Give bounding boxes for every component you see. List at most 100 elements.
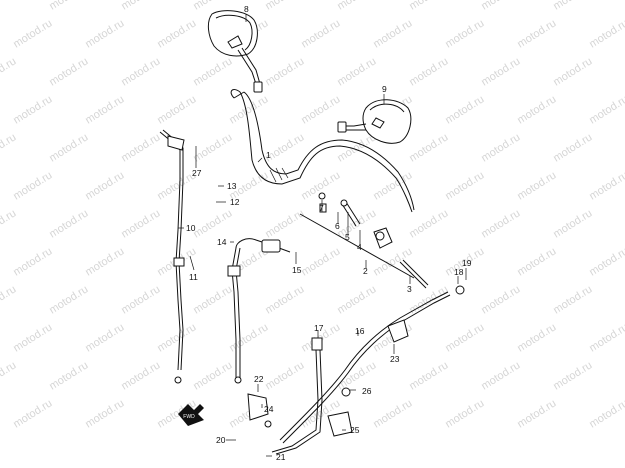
watermark-text: motod.ru <box>587 169 625 202</box>
watermark-text: motod.ru <box>83 93 126 126</box>
watermark-text: motod.ru <box>299 93 342 126</box>
watermark-text: motod.ru <box>335 359 378 392</box>
watermark-text: motod.ru <box>155 93 198 126</box>
watermark-text: motod.ru <box>587 321 625 354</box>
watermark-text: motod.ru <box>0 207 18 240</box>
watermark-text: motod.ru <box>119 283 162 316</box>
watermark-text: motod.ru <box>551 207 594 240</box>
watermark-text: motod.ru <box>263 0 306 13</box>
callout-9: 9 <box>382 84 387 94</box>
right-mirror <box>337 99 412 144</box>
watermark-text: motod.ru <box>515 321 558 354</box>
callout-20: 20 <box>216 435 226 445</box>
watermark-text: motod.ru <box>479 55 522 88</box>
brake-hose <box>279 285 465 444</box>
watermark-text: motod.ru <box>479 207 522 240</box>
callout-5: 5 <box>345 232 350 242</box>
watermark-text: motod.ru <box>551 0 594 13</box>
callout-14: 14 <box>217 237 227 247</box>
watermark-text: motod.ru <box>479 359 522 392</box>
callout-8: 8 <box>244 4 249 14</box>
watermark-text: motod.ru <box>443 93 486 126</box>
watermark-text: motod.ru <box>407 0 450 13</box>
watermark-text: motod.ru <box>119 0 162 13</box>
callout-23: 23 <box>390 354 400 364</box>
callout-17: 17 <box>314 323 324 333</box>
forward-arrow-icon: FWD <box>178 404 204 426</box>
watermark-text: motod.ru <box>47 207 90 240</box>
watermark-text: motod.ru <box>191 283 234 316</box>
watermark-text: motod.ru <box>335 0 378 13</box>
callout-18: 18 <box>454 267 464 277</box>
speedometer-cable <box>247 337 353 455</box>
callout-16: 16 <box>355 326 365 336</box>
watermark-text: motod.ru <box>515 169 558 202</box>
callout-19: 19 <box>462 258 472 268</box>
watermark-text: motod.ru <box>83 17 126 50</box>
callout-26: 26 <box>362 386 372 396</box>
watermark-text: motod.ru <box>11 93 54 126</box>
callout-27: 27 <box>192 168 202 178</box>
callout-21: 21 <box>276 452 286 462</box>
watermark-text: motod.ru <box>11 245 54 278</box>
callout-4: 4 <box>357 242 362 252</box>
watermark-text: motod.ru <box>191 131 234 164</box>
callout-24: 24 <box>264 404 274 414</box>
watermark-text: motod.ru <box>335 55 378 88</box>
watermark-text: motod.ru <box>227 321 270 354</box>
watermark-text: motod.ru <box>551 131 594 164</box>
fwd-label: FWD <box>183 414 195 420</box>
watermark-text: motod.ru <box>407 359 450 392</box>
watermark-text: motod.ru <box>47 131 90 164</box>
watermark-text: motod.ru <box>299 17 342 50</box>
callout-7: 7 <box>319 203 324 213</box>
watermark-text: motod.ru <box>407 283 450 316</box>
watermark-text: motod.ru <box>0 55 18 88</box>
watermark-text: motod.ru <box>587 397 625 430</box>
watermark-text: motod.ru <box>0 0 18 13</box>
leader-lines <box>178 14 467 457</box>
callout-1: 1 <box>266 150 271 160</box>
watermark-text: motod.ru <box>371 245 414 278</box>
watermark-text: motod.ru <box>47 283 90 316</box>
watermark-text: motod.ru <box>0 359 18 392</box>
watermark-text: motod.ru <box>83 321 126 354</box>
throttle-cable <box>227 238 291 384</box>
watermark-text: motod.ru <box>11 397 54 430</box>
watermark-text: motod.ru <box>515 397 558 430</box>
callout-2: 2 <box>363 266 368 276</box>
watermark-text: motod.ru <box>191 55 234 88</box>
clutch-cable <box>159 129 185 384</box>
watermark-text: motod.ru <box>263 207 306 240</box>
watermark-text: motod.ru <box>371 397 414 430</box>
watermark-text: motod.ru <box>191 359 234 392</box>
watermark-text: motod.ru <box>119 131 162 164</box>
callout-22: 22 <box>254 374 264 384</box>
watermark-text: motod.ru <box>11 169 54 202</box>
watermark-text: motod.ru <box>371 17 414 50</box>
watermark-text: motod.ru <box>119 359 162 392</box>
watermark-text: motod.ru <box>263 55 306 88</box>
watermark-text: motod.ru <box>479 283 522 316</box>
callout-11: 11 <box>189 272 198 282</box>
callout-10: 10 <box>186 223 196 233</box>
watermark-text: motod.ru <box>407 55 450 88</box>
watermark-text: motod.ru <box>11 321 54 354</box>
left-mirror <box>207 10 263 93</box>
callout-3: 3 <box>407 284 412 294</box>
watermark-text: motod.ru <box>83 245 126 278</box>
watermark-text: motod.ru <box>299 245 342 278</box>
watermark-text: motod.ru <box>479 0 522 13</box>
watermark-text: motod.ru <box>263 283 306 316</box>
watermark-layer: motod.ru motod.ru motod.ru motod.ru motod.ru… <box>0 0 625 431</box>
watermark-text: motod.ru <box>263 359 306 392</box>
watermark-text: motod.ru <box>47 55 90 88</box>
callout-25: 25 <box>350 425 360 435</box>
watermark-text: motod.ru <box>0 131 18 164</box>
callout-15: 15 <box>292 265 302 275</box>
callout-numbers: 8 9 1 27 13 12 10 11 14 15 7 6 5 4 2 3 1… <box>186 4 472 462</box>
watermark-text: motod.ru <box>0 283 18 316</box>
watermark-text: motod.ru <box>443 169 486 202</box>
